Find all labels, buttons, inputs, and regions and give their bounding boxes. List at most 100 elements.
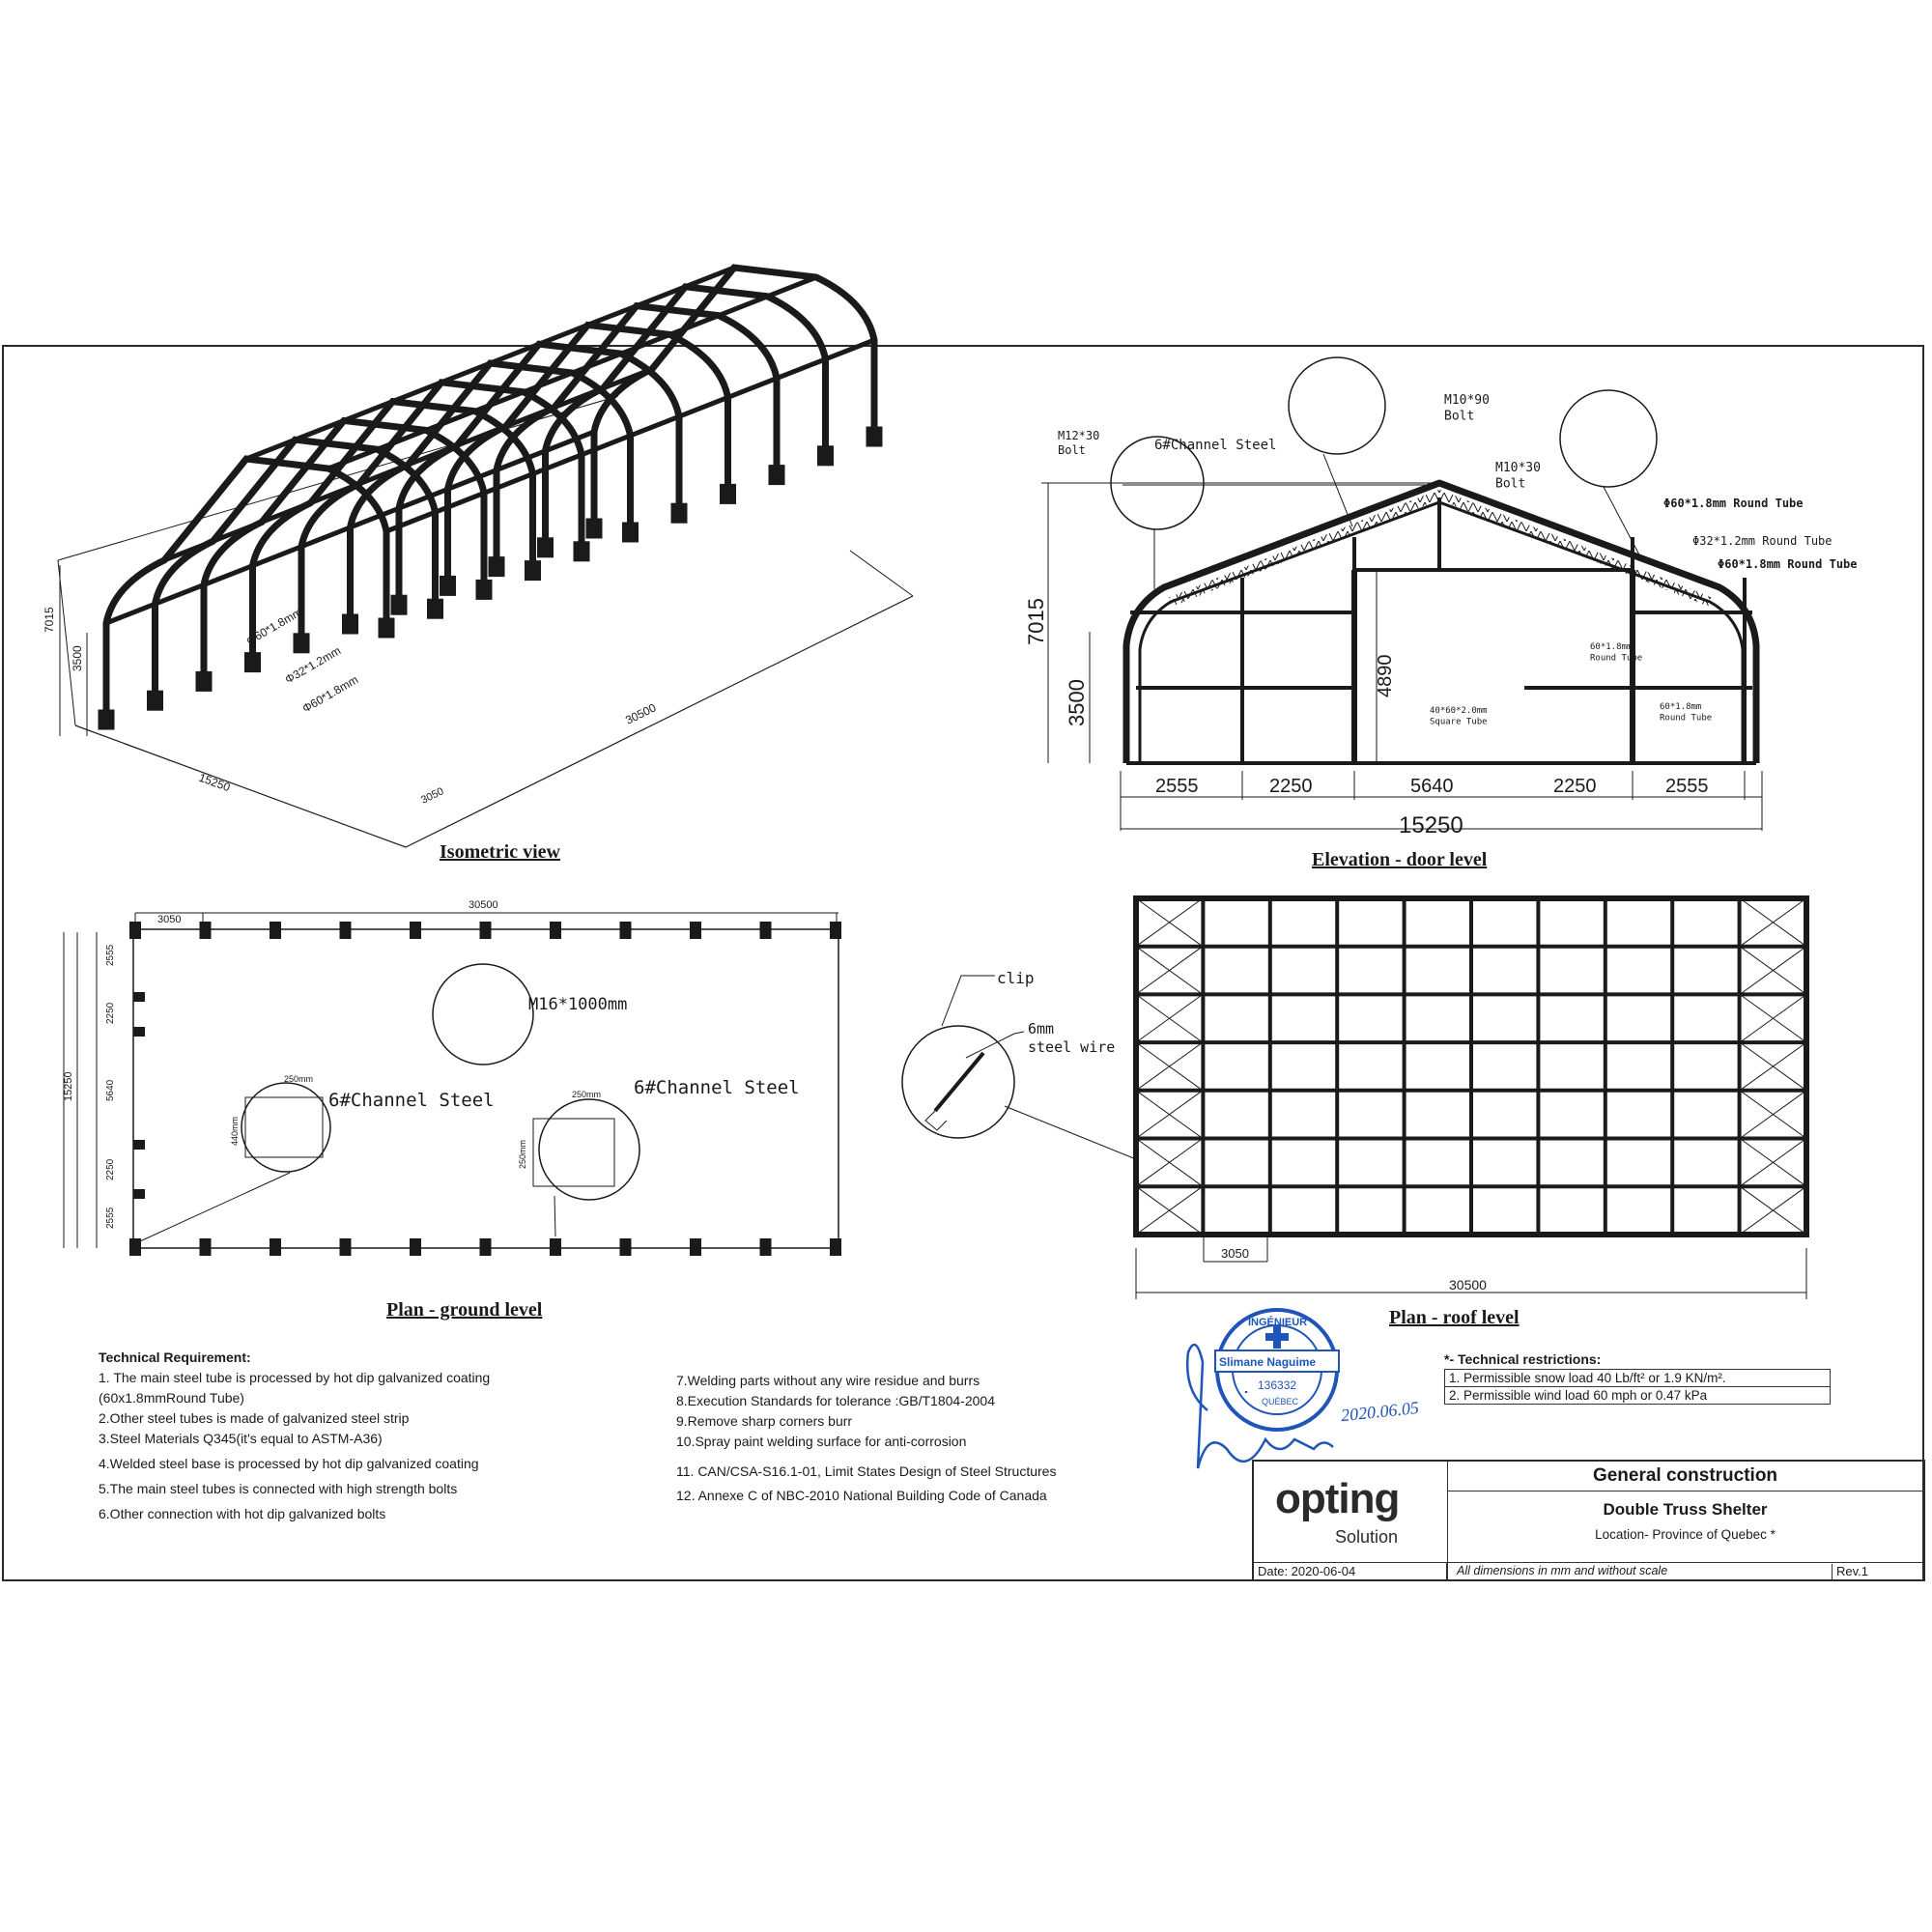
- ground-plate-height: 440mm: [230, 1117, 240, 1146]
- ground-post: [339, 922, 352, 939]
- company-logo: opting Solution: [1254, 1462, 1448, 1562]
- iso-base-plate: [768, 465, 785, 486]
- roof-brace: [1135, 946, 1204, 995]
- iso-dim-length: 30500: [623, 700, 658, 726]
- ground-label-channel-left: 6#Channel Steel: [328, 1090, 495, 1111]
- iso-base-plate: [147, 690, 163, 711]
- iso-purlin: [327, 274, 817, 471]
- elev-label-channel: 6#Channel Steel: [1154, 438, 1276, 453]
- plan-roof-frame: [901, 895, 1809, 1299]
- ground-side-dim-1: 2555: [105, 944, 116, 966]
- drawing-sheet-border: [2, 345, 1924, 1581]
- signature-date: 2020.06.05: [1340, 1398, 1420, 1425]
- iso-base-plate: [390, 594, 408, 615]
- title-block-footer: Date: 2020-06-04 All dimensions in mm an…: [1254, 1562, 1923, 1580]
- iso-base-plate: [475, 579, 493, 600]
- iso-base-plate: [244, 652, 261, 673]
- tech-req-5: 5.The main steel tubes is connected with…: [99, 1481, 458, 1496]
- iso-base-plate: [427, 598, 443, 619]
- ground-post: [199, 922, 212, 939]
- technical-requirements-left: Technical Requirement: 1. The main steel…: [99, 1348, 490, 1524]
- iso-dim-wall: 3500: [71, 645, 84, 671]
- logo-brand: opting: [1275, 1475, 1400, 1522]
- roof-brace: [1739, 1138, 1807, 1187]
- elev-dim-height-total: 7015: [1024, 598, 1048, 645]
- ground-post: [690, 922, 701, 939]
- title-block-title: General construction: [1447, 1462, 1923, 1492]
- iso-callout-3: Φ60*1.8mm: [300, 672, 361, 715]
- iso-dim-width: 15250: [197, 771, 232, 795]
- iso-callout-2: Φ32*1.2mm: [283, 643, 344, 686]
- elev-dim-span-2: 2250: [1269, 776, 1313, 797]
- ground-post-end: [133, 1140, 145, 1150]
- drawing-date: Date: 2020-06-04: [1258, 1564, 1356, 1578]
- iso-base-plate: [342, 613, 358, 635]
- logo-sub: Solution: [1335, 1527, 1399, 1547]
- tech-req-8: 8.Execution Standards for tolerance :GB/…: [676, 1393, 995, 1408]
- roof-brace: [1135, 993, 1204, 1043]
- roof-brace: [1135, 897, 1204, 948]
- iso-purlin: [163, 366, 653, 563]
- ground-plate-height-2: 250mm: [518, 1140, 527, 1169]
- ground-post: [690, 1238, 701, 1256]
- roof-brace: [1135, 1090, 1204, 1139]
- stamp-bottom: QUÉBEC: [1262, 1397, 1299, 1406]
- ground-post: [129, 922, 141, 939]
- elev-label-tube-3: Φ60*1.8mm Round Tube: [1718, 557, 1858, 571]
- elev-label-tube-2: Φ32*1.2mm Round Tube: [1692, 534, 1833, 548]
- ground-post: [129, 1238, 141, 1256]
- tech-req-6: 6.Other connection with hot dip galvaniz…: [99, 1506, 386, 1521]
- iso-base-plate: [525, 560, 541, 582]
- elev-dim-span-3: 5640: [1410, 776, 1454, 797]
- roof-brace: [1135, 1185, 1204, 1236]
- ground-post: [619, 1238, 632, 1256]
- ground-label-anchor: M16*1000mm: [528, 995, 627, 1014]
- plan-roof-title: Plan - roof level: [1389, 1307, 1520, 1328]
- stamp-name: Slimane Naguime: [1219, 1355, 1316, 1369]
- isometric-view: [57, 264, 914, 848]
- iso-base-plate: [537, 537, 554, 558]
- iso-dim-height: 7015: [43, 607, 56, 633]
- ground-post: [199, 1238, 212, 1256]
- ground-post: [550, 1238, 561, 1256]
- ground-post: [270, 1238, 281, 1256]
- isometric-view-title: Isometric view: [440, 841, 561, 863]
- tech-req-1b: (60x1.8mmRound Tube): [99, 1390, 244, 1406]
- ground-post: [410, 1238, 421, 1256]
- elev-dim-span-4: 2250: [1553, 776, 1597, 797]
- elev-dim-span-1: 2555: [1155, 776, 1199, 797]
- restriction-wind: 2. Permissible wind load 60 mph or 0.47 …: [1444, 1386, 1831, 1405]
- roof-brace: [1739, 1041, 1807, 1092]
- iso-base-plate: [817, 445, 834, 467]
- revision: Rev.1: [1832, 1564, 1923, 1580]
- roof-dim-length: 30500: [1449, 1277, 1487, 1293]
- ground-post-end: [133, 992, 145, 1002]
- iso-base-plate: [293, 633, 310, 654]
- dimensions-note: All dimensions in mm and without scale: [1457, 1564, 1668, 1577]
- restriction-snow: 1. Permissible snow load 40 Lb/ft² or 1.…: [1444, 1369, 1831, 1387]
- ground-post: [410, 922, 421, 939]
- restrictions-heading: *- Technical restrictions:: [1444, 1351, 1602, 1367]
- roof-brace: [1135, 1138, 1204, 1187]
- technical-restrictions: *- Technical restrictions: 1. Permissibl…: [1444, 1351, 1831, 1405]
- roof-label-clip: clip: [997, 969, 1035, 987]
- tech-req-12: 12. Annexe C of NBC-2010 National Buildi…: [676, 1488, 1047, 1503]
- tech-req-10: 10.Spray paint welding surface for anti-…: [676, 1434, 967, 1449]
- iso-purlin: [385, 337, 875, 534]
- ground-post: [759, 922, 772, 939]
- tech-req-7: 7.Welding parts without any wire residue…: [676, 1373, 980, 1388]
- stamp-number: 136332: [1258, 1378, 1296, 1392]
- stamp-top: INGÉNIEUR: [1248, 1316, 1307, 1328]
- iso-base-plate: [585, 518, 603, 539]
- elevation-title: Elevation - door level: [1312, 849, 1488, 870]
- roof-brace: [1739, 993, 1807, 1043]
- iso-base-plate: [488, 556, 505, 578]
- iso-base-plate: [440, 575, 456, 596]
- iso-base-plate: [195, 670, 213, 692]
- engineer-stamp: [1186, 1308, 1340, 1469]
